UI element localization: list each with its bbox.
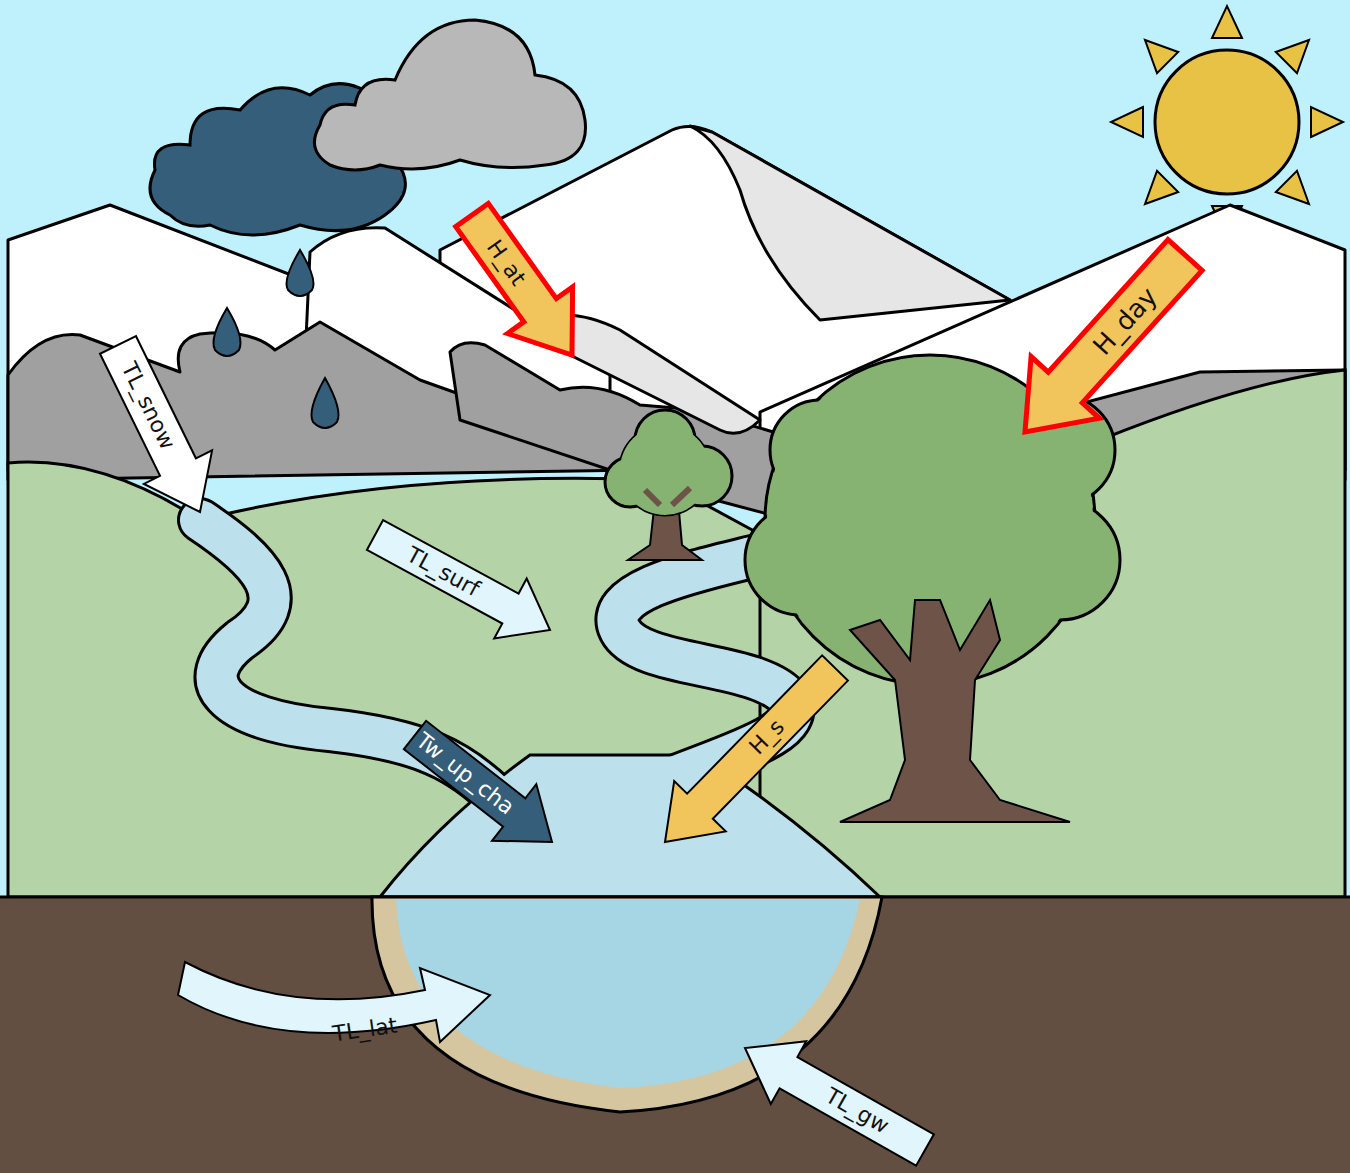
big-tree [1002, 502, 1118, 618]
snow-mountains [690, 126, 1010, 320]
heat-arrow [1025, 240, 1202, 432]
raindrops [214, 308, 241, 356]
small-tree [645, 488, 690, 505]
sun-ray [1111, 107, 1143, 137]
sun-ray [1212, 6, 1242, 38]
green-hills [8, 370, 1345, 897]
big-tree [747, 507, 853, 613]
temperature-load-arrow [367, 520, 550, 638]
water-temperature-arrow [404, 721, 552, 842]
sun-ray [1276, 171, 1309, 204]
heat-arrow [665, 655, 848, 842]
big-tree [772, 402, 868, 498]
ground [0, 897, 1350, 1173]
raindrops [214, 250, 339, 428]
small-tree [605, 410, 732, 515]
small-tree [607, 459, 653, 505]
small-tree [607, 412, 730, 515]
sun-ray [1145, 171, 1178, 204]
sun [1155, 50, 1299, 194]
small-tree [637, 412, 693, 468]
heat-arrow [456, 203, 573, 355]
clouds [150, 20, 586, 235]
big-tree [840, 600, 1070, 822]
clouds [314, 20, 585, 170]
raindrops [287, 250, 314, 296]
sun [1111, 6, 1343, 238]
sun-ray [1276, 40, 1309, 73]
ground [0, 897, 1350, 1173]
small-tree [605, 410, 732, 560]
sun-ray [1311, 107, 1343, 137]
temperature-load-arrow [745, 1041, 934, 1165]
raindrops [312, 378, 339, 428]
sun-ray [1145, 40, 1178, 73]
temperature-load-arrow [100, 336, 212, 512]
